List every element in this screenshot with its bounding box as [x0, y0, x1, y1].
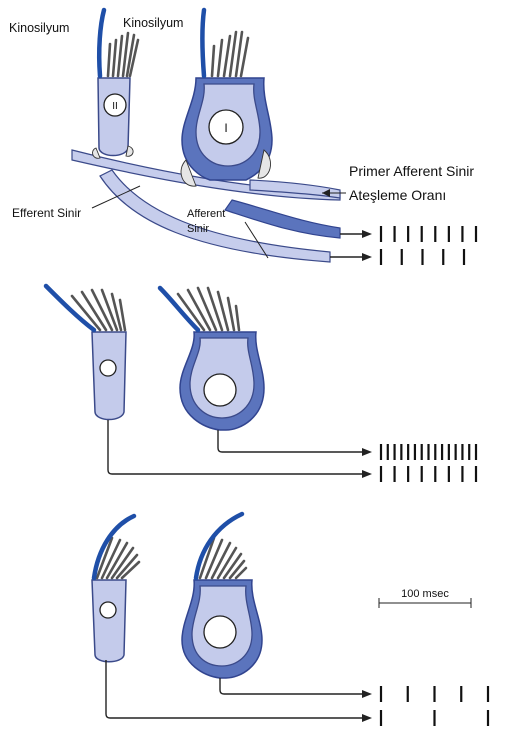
arrowhead: [362, 690, 372, 698]
arrowhead: [362, 448, 372, 456]
afferent-axon-type-I: [218, 430, 368, 452]
type-II-hair-cell: [92, 580, 126, 662]
panel-toward-kinocilium: [46, 286, 372, 478]
kinocilium-type-II: [46, 286, 94, 330]
arrowhead: [362, 714, 372, 722]
spike-trains: [381, 226, 488, 726]
primary-afferent-label-line1: Primer Afferent Sinir: [349, 163, 474, 179]
panel-resting: II I Kinosilyum Kinosilyum: [9, 10, 474, 262]
time-scale-label: 100 msec: [401, 588, 449, 600]
stereocilia-bundle-type-I: [212, 32, 248, 76]
cell-type-II-label: II: [112, 101, 118, 112]
kinocilium-label-right: Kinosilyum: [123, 16, 183, 30]
stereocilia-bundle-type-I: [178, 288, 239, 330]
panel-away-from-kinocilium: 100 msec: [92, 514, 471, 722]
primary-afferent-label-line2: Ateşleme Oranı: [349, 187, 446, 203]
kinocilium-label-left: Kinosilyum: [9, 21, 69, 35]
type-II-hair-cell: [92, 332, 126, 420]
stereocilia-bundle-type-II: [72, 290, 125, 330]
arrowhead: [362, 230, 372, 238]
kinocilium-type-II: [99, 10, 104, 76]
type-II-hair-cell: II: [93, 78, 134, 158]
afferent-nerve-type-I: [225, 200, 340, 238]
time-scale-bar: 100 msec: [379, 588, 471, 608]
afferent-nerve-label-line1: Afferent: [187, 208, 225, 220]
afferent-nerve-label-line2: Sinir: [187, 223, 209, 235]
type-I-hair-cell: I: [181, 78, 272, 186]
efferent-nerve-label: Efferent Sinir: [12, 206, 81, 220]
type-I-hair-cell: [180, 332, 264, 430]
arrowhead: [362, 253, 372, 261]
afferent-axon-type-I: [220, 678, 368, 694]
kinocilium-type-I: [203, 10, 205, 76]
type-I-hair-cell: [182, 580, 262, 678]
stereocilia-bundle-type-II: [108, 33, 138, 76]
arrowhead: [362, 470, 372, 478]
cell-type-I-label: I: [224, 121, 227, 135]
